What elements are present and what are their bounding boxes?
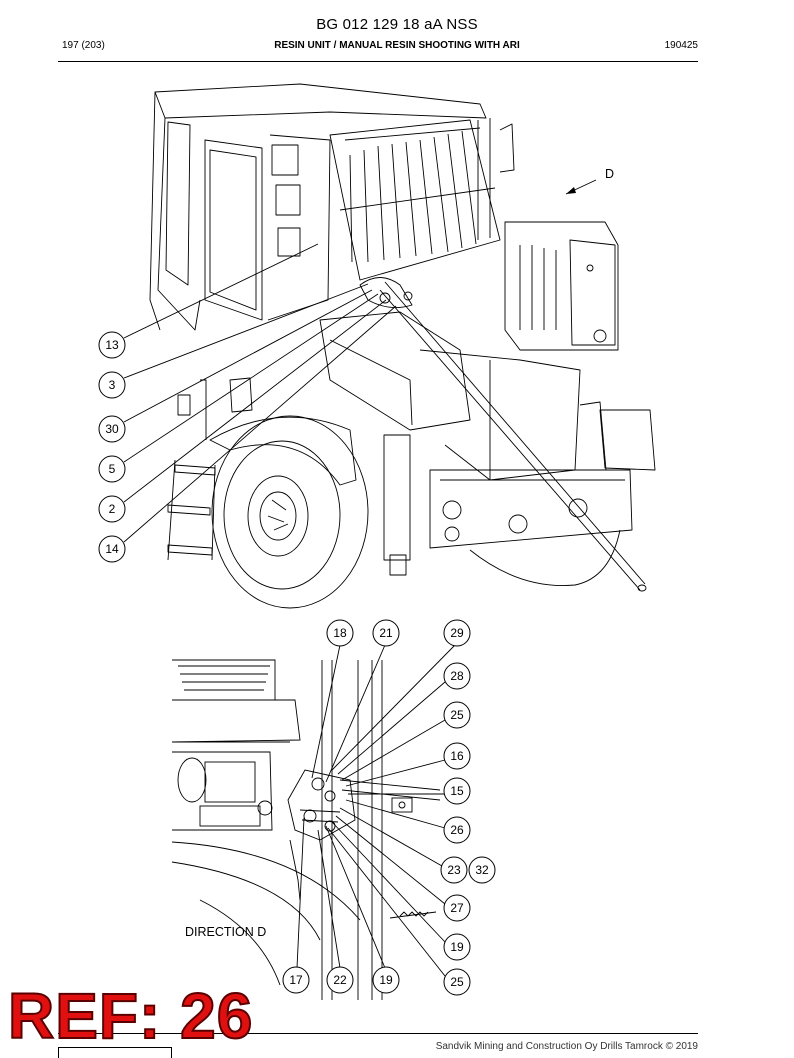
callout-26: 26 [443,816,471,844]
ref-watermark: REF: 26 [7,980,254,1052]
callout-25: 25 [443,701,471,729]
callout-13: 13 [98,331,126,359]
svg-text:19: 19 [450,940,464,954]
footer-copyright: Sandvik Mining and Construction Oy Drill… [435,1041,698,1052]
callout-22: 22 [326,966,354,994]
callout-15: 15 [443,777,471,805]
callout-19: 19 [443,933,471,961]
svg-text:27: 27 [450,901,464,915]
header-rule [58,61,698,62]
callout-29: 29 [443,619,471,647]
callout-5: 5 [98,455,126,483]
svg-text:25: 25 [450,975,464,989]
detail-view-linework [171,659,441,1000]
section-title: RESIN UNIT / MANUAL RESIN SHOOTING WITH … [274,40,520,51]
svg-text:30: 30 [105,422,119,436]
svg-text:2: 2 [109,502,116,516]
svg-text:25: 25 [450,708,464,722]
direction-d-view-label: DIRECTION D [185,925,266,939]
callout-2: 2 [98,495,126,523]
svg-text:26: 26 [450,823,464,837]
page-number: 197 (203) [62,40,105,51]
direction-d-arrow: D [565,167,614,195]
svg-text:17: 17 [289,973,303,987]
svg-text:3: 3 [109,378,116,392]
detail-view-leaders [296,644,456,977]
callout-18: 18 [326,619,354,647]
svg-text:22: 22 [333,973,347,987]
callout-19-b: 19 [372,966,400,994]
svg-text:18: 18 [333,626,347,640]
svg-text:28: 28 [450,669,464,683]
svg-text:29: 29 [450,626,464,640]
callout-3: 3 [98,371,126,399]
svg-text:16: 16 [450,749,464,763]
callout-25-b: 25 [443,968,471,996]
svg-text:32: 32 [475,863,489,877]
callout-23: 23 [440,856,468,884]
svg-text:23: 23 [447,863,461,877]
footer-rule [58,1033,698,1034]
document-code: BG 012 129 18 aA NSS [316,16,478,33]
callout-17: 17 [282,966,310,994]
main-view-leaders [123,243,397,543]
svg-text:15: 15 [450,784,464,798]
callout-14: 14 [98,535,126,563]
direction-d-label: D [605,167,614,181]
main-view-linework [149,83,656,609]
callout-16: 16 [443,742,471,770]
callout-30: 30 [98,415,126,443]
detail-view-callouts: 18 21 29 28 25 16 15 26 23 32 27 19 25 1… [282,619,496,996]
svg-text:5: 5 [109,462,116,476]
svg-text:19: 19 [379,973,393,987]
callout-27: 27 [443,894,471,922]
svg-text:13: 13 [105,338,119,352]
main-view-callouts: 13 3 30 5 2 14 [98,331,126,563]
svg-text:14: 14 [105,542,119,556]
callout-28: 28 [443,662,471,690]
svg-text:21: 21 [379,626,393,640]
date-code: 190425 [664,40,698,51]
callout-21: 21 [372,619,400,647]
callout-32: 32 [468,856,496,884]
